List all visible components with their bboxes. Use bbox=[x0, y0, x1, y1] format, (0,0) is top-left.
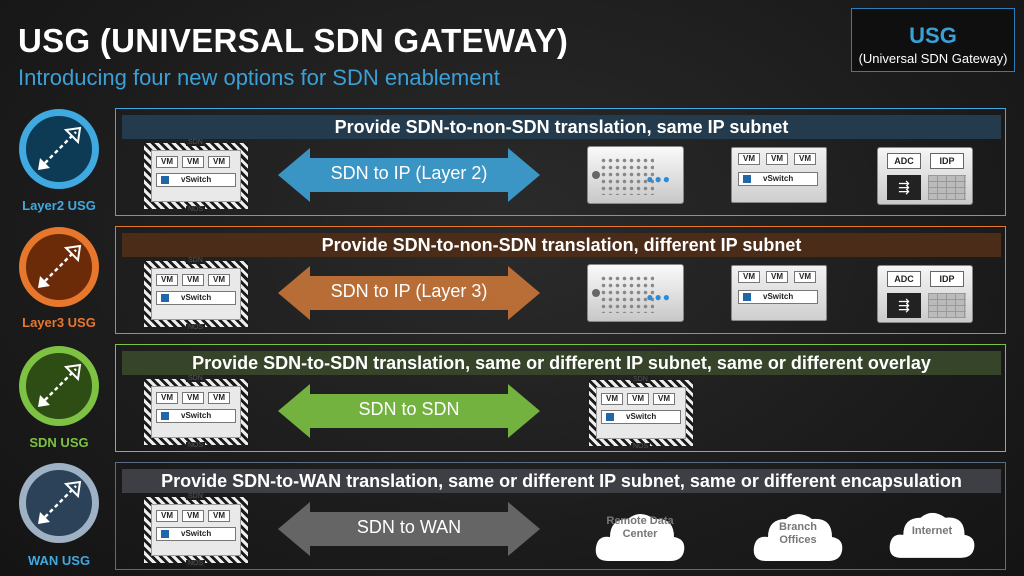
arrow-layer2: SDN to IP (Layer 2) bbox=[278, 148, 540, 202]
banner-layer2: Provide SDN-to-non-SDN translation, same… bbox=[122, 115, 1001, 139]
arrow-sdn: SDN to SDN bbox=[278, 384, 540, 438]
adc-idp-appliance: ADC IDP ⇶ bbox=[877, 265, 973, 323]
panel-wan: Provide SDN-to-WAN translation, same or … bbox=[115, 462, 1006, 570]
banner-wan: Provide SDN-to-WAN translation, same or … bbox=[122, 469, 1001, 493]
tier-label-sdn: SDN USG bbox=[29, 435, 89, 450]
tier-label-layer2: Layer2 USG bbox=[22, 198, 96, 213]
vm-server: VM VM VM vSwitch bbox=[731, 265, 827, 321]
vswitch: vSwitch bbox=[156, 527, 236, 541]
tier-label-wan: WAN USG bbox=[27, 553, 91, 568]
page-subtitle: Introducing four new options for SDN ena… bbox=[18, 65, 500, 90]
sdn-rack: VM VM VM vSwitch SDN NOS bbox=[144, 139, 248, 213]
vm-server: VM VM VM vSwitch bbox=[731, 147, 827, 203]
network-switch: ●●● bbox=[587, 264, 684, 322]
badge-subtitle: (Universal SDN Gateway) bbox=[858, 51, 1008, 66]
banner-layer3: Provide SDN-to-non-SDN translation, diff… bbox=[122, 233, 1001, 257]
sdn-rack: VM VM VM vSwitch SDN NOS bbox=[144, 257, 248, 331]
panel-sdn: Provide SDN-to-SDN translation, same or … bbox=[115, 344, 1006, 452]
usg-badge: USG (Universal SDN Gateway) bbox=[851, 8, 1015, 72]
panel-layer3: Provide SDN-to-non-SDN translation, diff… bbox=[115, 226, 1006, 334]
vswitch: vSwitch bbox=[156, 291, 236, 305]
sdn-rack-remote: VM VM VM vSwitch SDN NOS bbox=[589, 376, 693, 450]
arrow-wan: SDN to WAN bbox=[278, 502, 540, 556]
network-switch: ●●● bbox=[587, 146, 684, 204]
wan-icon bbox=[19, 463, 99, 543]
banner-sdn: Provide SDN-to-SDN translation, same or … bbox=[122, 351, 1001, 375]
badge-title: USG bbox=[909, 23, 957, 48]
vswitch: vSwitch bbox=[156, 173, 236, 187]
adc-idp-appliance: ADC IDP ⇶ bbox=[877, 147, 973, 205]
page-title: USG (UNIVERSAL SDN GATEWAY) bbox=[18, 22, 569, 59]
layer2-icon bbox=[19, 109, 99, 189]
cloud-internet: Internet bbox=[888, 505, 976, 561]
sdn-rack: VM VM VM vSwitch SDN NOS bbox=[144, 493, 248, 567]
sdn-icon bbox=[19, 346, 99, 426]
panel-layer2: Provide SDN-to-non-SDN translation, same… bbox=[115, 108, 1006, 216]
cloud-remote-data-center: Remote Data Center bbox=[594, 507, 686, 563]
vswitch: vSwitch bbox=[156, 409, 236, 423]
cloud-branch-offices: Branch Offices bbox=[752, 507, 844, 563]
layer3-icon bbox=[19, 227, 99, 307]
arrow-layer3: SDN to IP (Layer 3) bbox=[278, 266, 540, 320]
sdn-rack: VM VM VM vSwitch SDN NOS bbox=[144, 375, 248, 449]
tier-label-layer3: Layer3 USG bbox=[22, 315, 96, 330]
